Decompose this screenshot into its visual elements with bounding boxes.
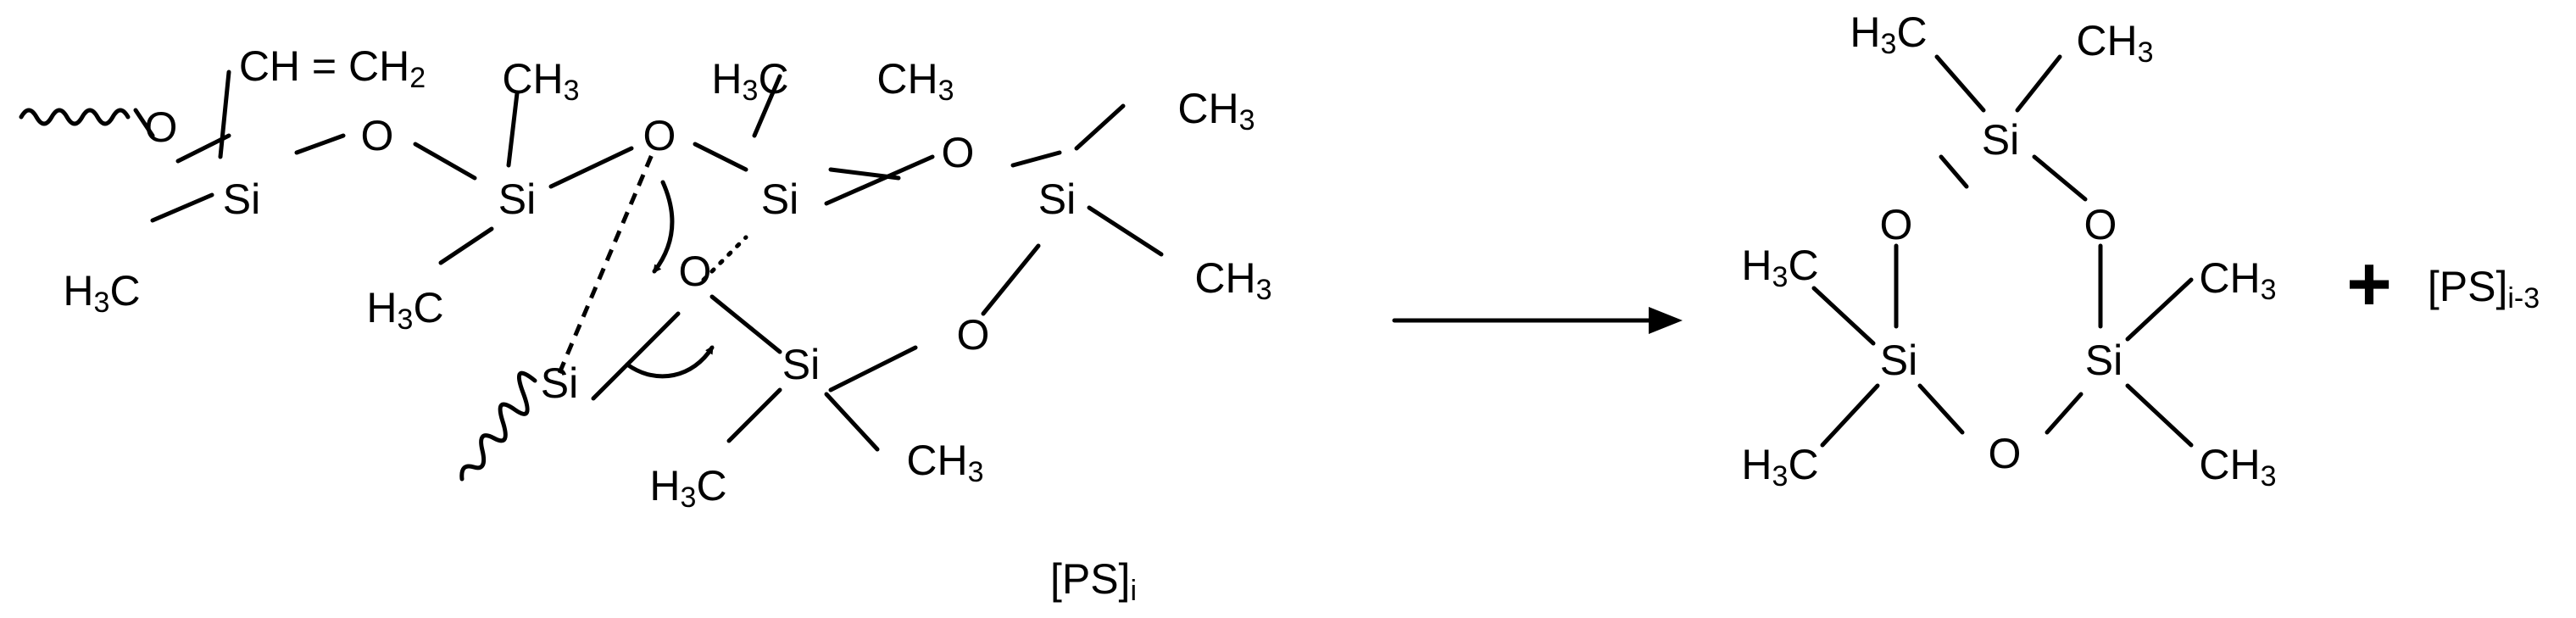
reactant-label: [PS]i <box>1050 555 1137 607</box>
bond <box>175 133 231 164</box>
bond <box>2032 154 2088 202</box>
bond <box>150 192 214 223</box>
atom-o: O <box>643 112 676 159</box>
bond <box>2015 54 2062 113</box>
bond <box>1811 286 1876 346</box>
atom-si: Si <box>782 341 820 388</box>
methyl-group: CH3 <box>2199 254 2276 306</box>
methyl-group: CH3 <box>906 437 983 488</box>
bond <box>828 345 918 393</box>
methyl-group: CH3 <box>876 55 954 107</box>
bond <box>438 226 494 265</box>
bond <box>693 142 748 172</box>
atom-si: Si <box>1880 337 1917 384</box>
methyl-group: CH3 <box>502 55 579 107</box>
plus-sign: + <box>2346 241 2392 327</box>
bond <box>1087 205 1164 257</box>
bond <box>2125 277 2194 342</box>
curved-arrow-down <box>652 180 675 274</box>
bond <box>1917 383 1965 435</box>
atom-o: O <box>2084 201 2117 248</box>
atom-si: Si <box>1038 175 1076 223</box>
product-chain-label: [PS]i-3 <box>2428 263 2540 315</box>
dashed-bond <box>557 152 655 374</box>
atom-si: Si <box>1982 116 2019 164</box>
methyl-group: H3C <box>63 267 140 319</box>
atom-si: Si <box>223 175 260 223</box>
bond <box>294 133 346 155</box>
methyl-group: H3C <box>1741 242 1818 293</box>
methyl-group: H3C <box>711 55 788 107</box>
methyl-group: H3C <box>1741 441 1818 493</box>
bond <box>413 142 477 181</box>
bond <box>824 392 880 452</box>
atom-o: O <box>1989 430 2022 477</box>
bond <box>2125 383 2194 448</box>
atom-o: O <box>957 311 990 359</box>
methyl-group: H3C <box>1850 8 1927 60</box>
bond <box>1820 383 1880 448</box>
bond <box>726 387 782 443</box>
bond <box>218 70 231 159</box>
product-structure: Si O O Si Si O H3C CH3 H3C CH3 H3C CH3 <box>1741 8 2276 493</box>
atom-si: Si <box>541 359 578 407</box>
methyl-group: CH3 <box>1194 254 1271 306</box>
reaction-arrow <box>1392 307 1683 334</box>
bond <box>981 243 1041 316</box>
vinyl-group: CH = CH2 <box>239 42 426 94</box>
reactant-structure: O Si O Si O Si O Si O O Si Si CH = CH2 H… <box>19 42 1272 607</box>
bond <box>1010 150 1062 168</box>
bond <box>709 294 782 354</box>
bond <box>2045 392 2084 435</box>
atom-o: O <box>1880 201 1913 248</box>
bond <box>133 108 155 138</box>
methyl-group: H3C <box>366 284 443 336</box>
bond <box>548 146 634 189</box>
atom-si: Si <box>2085 337 2123 384</box>
bond <box>591 311 681 401</box>
atom-o: O <box>942 129 975 176</box>
atom-o: O <box>145 103 178 151</box>
atom-o: O <box>679 248 712 295</box>
bond <box>1939 154 1969 189</box>
methyl-group: CH3 <box>1177 85 1255 136</box>
atom-si: Si <box>498 175 536 223</box>
atom-si: Si <box>761 175 798 223</box>
bond <box>752 74 782 138</box>
bond <box>824 154 935 206</box>
methyl-group: CH3 <box>2199 441 2276 493</box>
bond <box>1934 54 1986 113</box>
methyl-group: CH3 <box>2076 17 2153 69</box>
chain-wave-left <box>19 108 131 126</box>
dotted-bond <box>701 235 748 282</box>
atom-o: O <box>361 112 394 159</box>
bond <box>506 91 520 168</box>
curved-arrow-right <box>625 345 715 379</box>
chain-wave-lower-left <box>459 370 537 482</box>
bond <box>1074 103 1126 151</box>
methyl-group: H3C <box>649 462 726 514</box>
